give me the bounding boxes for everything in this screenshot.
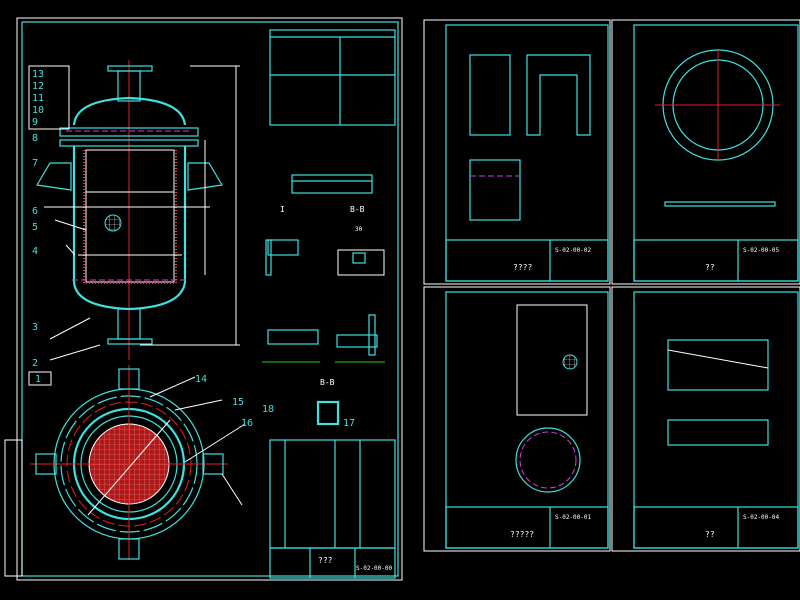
part-label-11: 11 — [32, 93, 44, 104]
part-label-18: 18 — [262, 404, 274, 415]
part-label-6: 6 — [32, 206, 38, 217]
sheet-1-drawing-number: S-02-00-02 — [555, 247, 592, 254]
sheet-3-title: ????? — [510, 530, 534, 539]
technical-tables — [269, 29, 396, 549]
sheet-2-title: ?? — [705, 263, 715, 272]
part-label-16: 16 — [241, 418, 253, 429]
dim-30-label: 30 — [355, 226, 363, 233]
sheet-1: S-02-00-02 ???? — [423, 19, 611, 285]
sheet-4-title: ?? — [705, 530, 715, 539]
detail-i-label: I — [280, 205, 285, 214]
part-label-9: 9 — [32, 117, 38, 128]
sheet-2-drawing-number: S-02-00-05 — [743, 247, 780, 254]
sheet-4-drawing-number: S-02-00-04 — [743, 514, 780, 521]
part-label-3: 3 — [32, 322, 38, 333]
part-label-13: 13 — [32, 69, 44, 80]
part-label-10: 10 — [32, 105, 44, 116]
main-title: ??? — [318, 556, 333, 565]
sheet-1-title: ???? — [513, 263, 532, 272]
sheet-3-drawing-number: S-02-00-01 — [555, 514, 592, 521]
part-label-4: 4 — [32, 246, 38, 257]
part-label-17: 17 — [343, 418, 355, 429]
part-label-1: 1 — [35, 374, 41, 385]
section-bb-label-top: B-B — [350, 205, 365, 214]
part-label-15: 15 — [232, 397, 244, 408]
main-drawing-number: S-02-00-00 — [356, 565, 393, 572]
main-assembly-sheet: 13 12 11 10 9 8 7 6 5 4 3 2 1 14 15 16 I… — [4, 17, 403, 581]
part-label-14: 14 — [195, 374, 207, 385]
part-label-7: 7 — [32, 158, 38, 169]
vessel-plan-view: 14 15 16 — [30, 365, 253, 560]
sheet-3: S-02-00-01 ????? — [423, 286, 611, 552]
part-label-12: 12 — [32, 81, 44, 92]
vessel-elevation-view — [36, 60, 240, 360]
sheet-4: S-02-00-04 ?? — [611, 286, 800, 552]
part-label-5: 5 — [32, 222, 38, 233]
main-title-block: ??? S-02-00-00 — [269, 547, 396, 579]
part-label-8: 8 — [32, 133, 38, 144]
part-labels-left: 13 12 11 10 9 8 7 6 5 4 3 2 1 — [28, 65, 101, 386]
section-bb-label-bottom: B-B — [320, 378, 335, 387]
detail-views: I B-B 30 B-B 17 18 — [262, 205, 385, 429]
sheet-2: S-02-00-05 ?? — [611, 19, 800, 285]
part-label-2: 2 — [32, 358, 38, 369]
